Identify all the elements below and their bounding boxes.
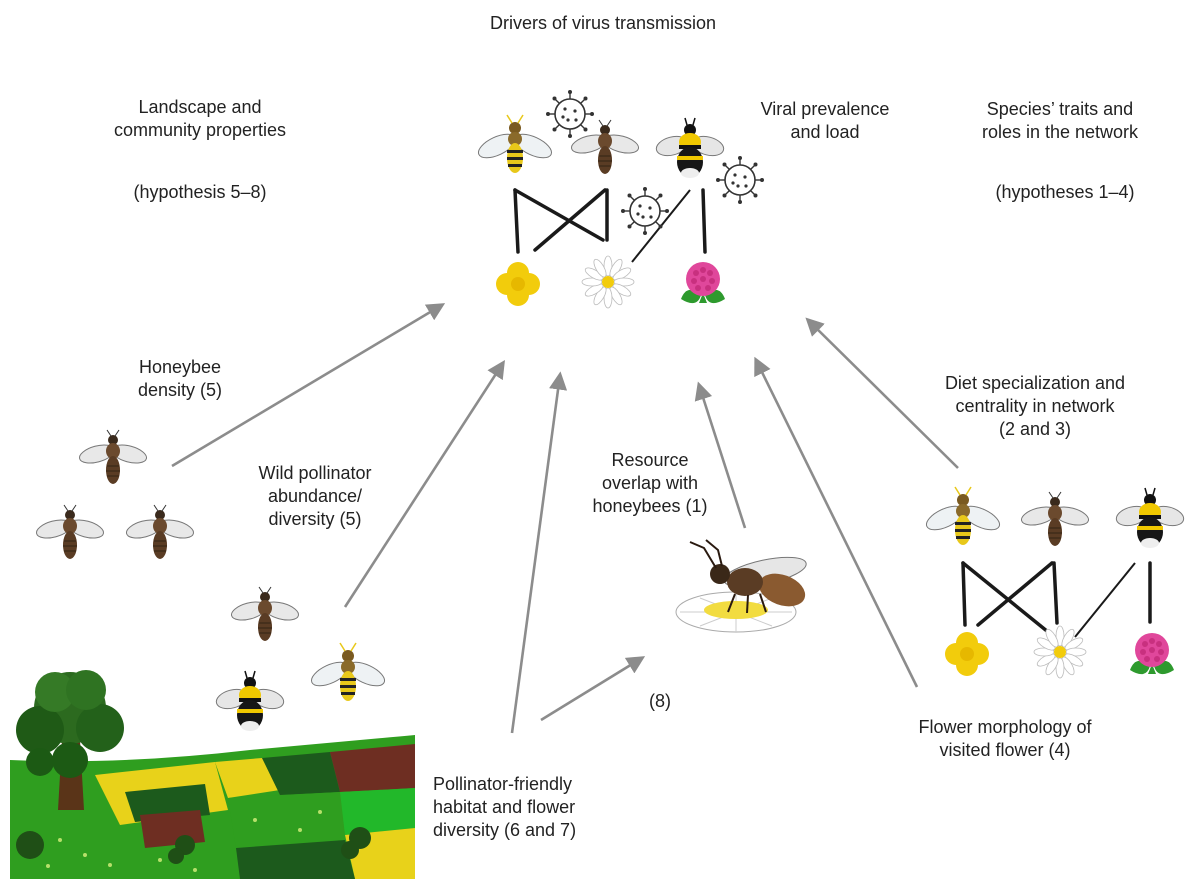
bee-on-daisy <box>676 540 810 632</box>
diagram-title: Drivers of virus transmission <box>453 12 753 35</box>
label-eight: (8) <box>630 690 690 713</box>
buttercup-icon <box>496 262 540 306</box>
arrow-habitat-overlap <box>541 658 642 720</box>
clover-icon <box>1130 633 1174 674</box>
wild-pollinators <box>214 587 388 731</box>
honeybee-icon <box>35 505 106 559</box>
label-landscape-hypothesis: (hypothesis 5–8) <box>100 181 300 204</box>
honeybee-cluster <box>35 430 196 559</box>
bumblebee-icon <box>214 671 286 731</box>
landscape-illustration <box>10 670 415 879</box>
honeybee-icon <box>1020 492 1091 546</box>
hoverfly-icon <box>923 487 1003 545</box>
honeybee-icon <box>230 587 301 641</box>
arrow-habitat <box>512 375 560 733</box>
top-network <box>475 90 764 308</box>
right-network <box>923 487 1186 678</box>
virus-icon <box>716 156 764 204</box>
honeybee-icon <box>78 430 149 484</box>
bumblebee-icon <box>654 118 726 178</box>
daisy-icon <box>582 256 634 308</box>
honeybee-icon <box>125 505 196 559</box>
virus-icon <box>621 187 669 235</box>
hoverfly-icon <box>475 115 555 173</box>
arrow-flower-morphology <box>756 360 917 687</box>
bumblebee-icon <box>1114 488 1186 548</box>
hoverfly-icon <box>308 643 388 701</box>
label-species-hypotheses: (hypotheses 1–4) <box>990 181 1140 204</box>
virus-icon <box>546 90 594 138</box>
honeybee-icon <box>570 120 641 174</box>
buttercup-icon <box>945 632 989 676</box>
clover-icon <box>681 262 725 303</box>
